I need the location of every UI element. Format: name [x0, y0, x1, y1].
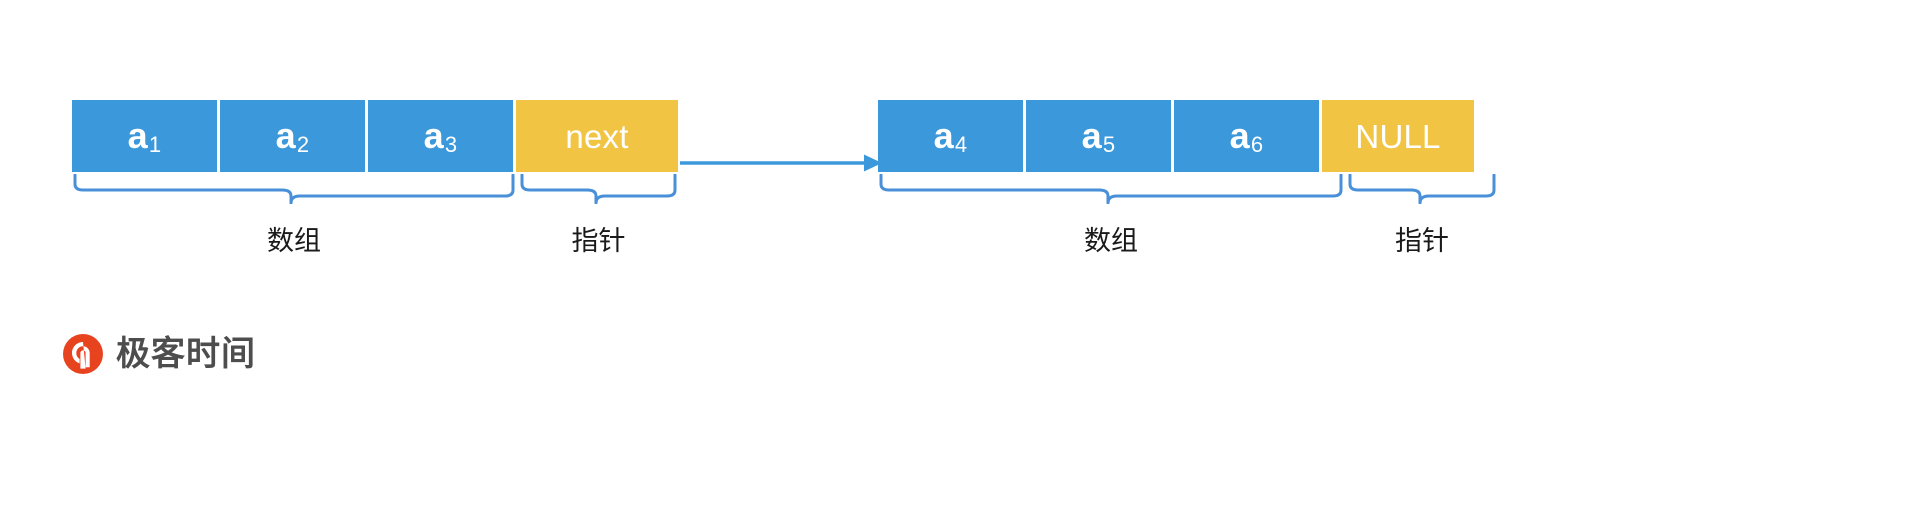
- geekbang-logo-icon: [63, 334, 103, 374]
- brace-node2-pointer: [1348, 174, 1496, 204]
- caption-node1-pointer: 指针: [571, 226, 626, 257]
- cell-next-label: next: [565, 117, 629, 155]
- brace-node1-pointer: [520, 174, 677, 204]
- caption-node1-array: 数组: [267, 226, 321, 257]
- cell-next: next: [516, 100, 678, 172]
- caption-node2-array: 数组: [1084, 226, 1138, 257]
- cell-null: NULL: [1322, 100, 1474, 172]
- brace-node2-array: [879, 174, 1343, 204]
- brand-logo: 极客时间: [62, 333, 256, 375]
- caption-node2-pointer: 指针: [1395, 226, 1449, 257]
- cell-null-label: NULL: [1355, 117, 1441, 155]
- brand-logo-text: 极客时间: [116, 334, 256, 374]
- brace-node1-array: [73, 174, 515, 204]
- link-arrow-icon: [680, 154, 882, 172]
